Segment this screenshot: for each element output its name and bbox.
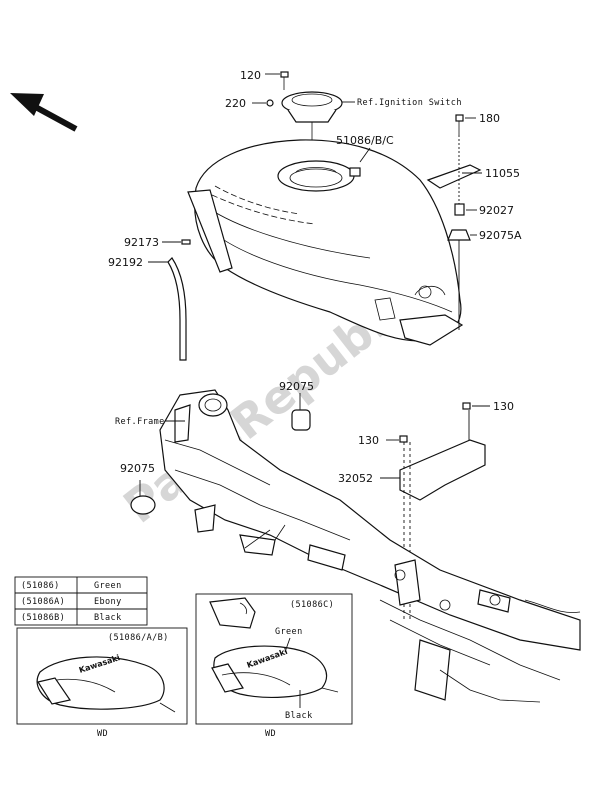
- inset-left-caption: WD: [97, 729, 108, 739]
- inset-right-caption: WD: [265, 729, 276, 739]
- color-name-0: Green: [94, 581, 122, 591]
- label-92173: 92173: [124, 236, 159, 249]
- label-180: 180: [479, 112, 500, 125]
- color-code-1: (51086A): [21, 597, 65, 607]
- bolt-130-right: [462, 402, 490, 410]
- arrow-up-left-icon: [10, 93, 78, 132]
- label-51086bc: 51086/B/C: [336, 134, 394, 147]
- label-92027: 92027: [479, 204, 514, 217]
- fuel-tank: [187, 139, 464, 346]
- bolt-180: [455, 114, 476, 135]
- inset-left: (51086/A/B) Kawasaki: [16, 627, 188, 725]
- bolt-120: [265, 71, 289, 90]
- hose-92192: [148, 239, 191, 361]
- label-11055: 11055: [485, 167, 520, 180]
- label-220: 220: [225, 97, 246, 110]
- label-130-left: 130: [358, 434, 379, 447]
- color-table: (51086) Green (51086A) Ebony (51086B) Bl…: [14, 576, 148, 626]
- label-92075a: 92075A: [479, 229, 522, 242]
- collar-92027: [454, 203, 477, 216]
- label-ref-ignition-switch: Ref.Ignition Switch: [357, 98, 462, 108]
- damper-92075-upper: [291, 393, 311, 431]
- damper-92075a: [447, 229, 477, 241]
- bracket-11055: [426, 164, 482, 189]
- inset-left-title: (51086/A/B): [108, 633, 169, 643]
- washer-220: [252, 99, 274, 107]
- color-code-2: (51086B): [21, 613, 65, 623]
- inset-right-callout-green: Green: [275, 627, 303, 637]
- bracket-32052: [380, 439, 486, 501]
- label-32052: 32052: [338, 472, 373, 485]
- filler-cap: [281, 91, 343, 140]
- color-name-1: Ebony: [94, 597, 122, 607]
- label-92192: 92192: [108, 256, 143, 269]
- label-120: 120: [240, 69, 261, 82]
- label-92075-lower: 92075: [120, 462, 155, 475]
- color-code-0: (51086): [21, 581, 60, 591]
- label-ref-frame: Ref.Frame: [115, 417, 165, 427]
- inset-right-title: (51086C): [290, 600, 334, 610]
- inset-right-callout-black: Black: [285, 711, 313, 721]
- label-130-right: 130: [493, 400, 514, 413]
- inset-right: (51086C) Kawasaki Green Black: [195, 593, 353, 725]
- bolt-130-left: [386, 435, 411, 620]
- frame: [159, 389, 581, 703]
- damper-92075-lower: [130, 480, 156, 515]
- label-92075-upper: 92075: [279, 380, 314, 393]
- color-name-2: Black: [94, 613, 122, 623]
